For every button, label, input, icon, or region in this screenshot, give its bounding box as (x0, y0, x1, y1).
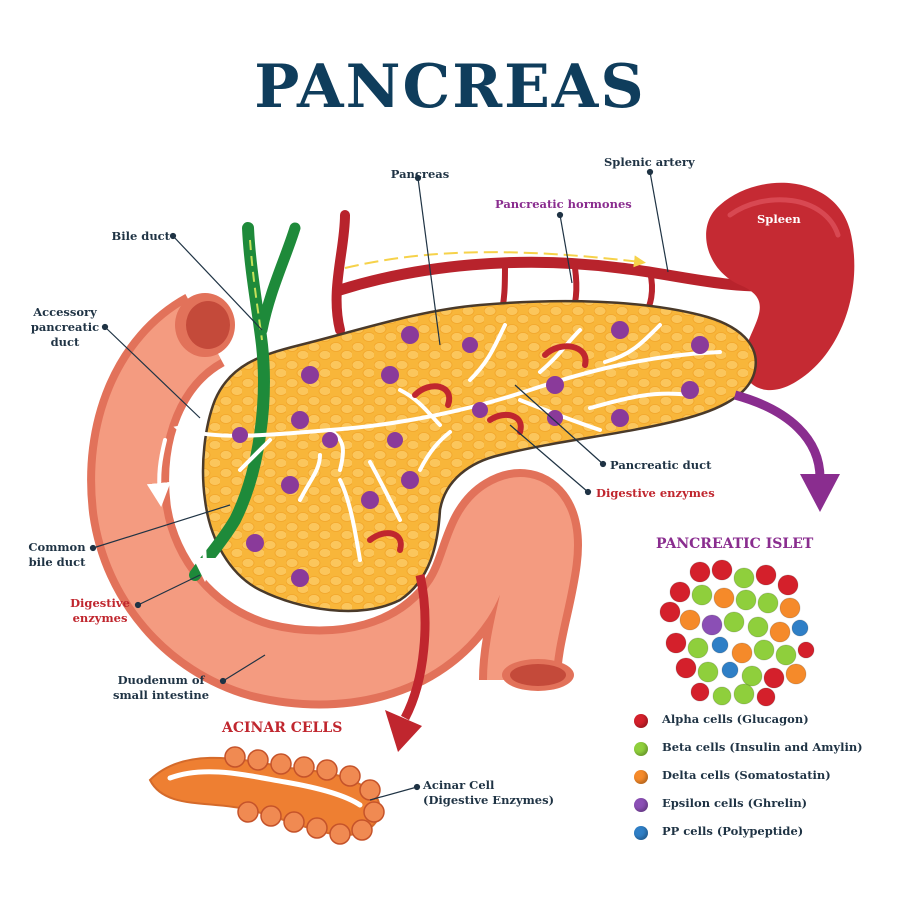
beta-cell-icon (634, 742, 648, 756)
pancreatic-duct (146, 323, 722, 582)
epsilon-cell-icon (634, 798, 648, 812)
legend-label: Beta cells (Insulin and Amylin) (662, 740, 863, 754)
page-title: PANCREAS (254, 52, 646, 122)
leader-lines (89, 168, 669, 801)
label-pancreas: Pancreas (390, 167, 450, 181)
label-digestive-enzymes-left: Digestive enzymes (70, 596, 130, 625)
label-pancreatic-duct: Pancreatic duct (610, 458, 712, 472)
label-pancreatic-hormones: Pancreatic hormones (495, 197, 632, 211)
label-digestive-enzymes-right: Digestive enzymes (596, 486, 715, 500)
legend-label: Alpha cells (Glucagon) (662, 712, 809, 726)
digestive-enzyme-acini (367, 343, 589, 553)
pancreatic-islet-cluster (659, 559, 815, 707)
pp-cell-icon (634, 826, 648, 840)
delta-cell-icon (634, 770, 648, 784)
label-common-bile-duct: Common bile duct (28, 540, 86, 569)
label-accessory-pancreatic-duct: Accessory pancreatic duct (30, 305, 100, 349)
label-spleen: Spleen (757, 212, 801, 226)
legend-label: Epsilon cells (Ghrelin) (662, 796, 808, 810)
acinar-cells-illustration (148, 746, 385, 845)
pancreas-body (201, 299, 757, 613)
legend-label: Delta cells (Somatostatin) (662, 768, 831, 782)
arrow-to-acinar (385, 574, 430, 752)
label-acinar-cell: Acinar Cell (Digestive Enzymes) (423, 778, 555, 807)
label-splenic-artery: Splenic artery (604, 155, 695, 169)
section-title-acinar: ACINAR CELLS (222, 720, 343, 736)
label-duodenum: Duodenum of small intestine (112, 673, 210, 702)
arrow-to-islet (733, 390, 840, 512)
spleen (706, 182, 855, 391)
islet-cell-icons (232, 321, 709, 587)
legend-label: PP cells (Polypeptide) (662, 824, 804, 838)
duodenum (87, 293, 582, 709)
bile-duct (189, 222, 301, 581)
label-bile-duct: Bile duct (111, 229, 171, 243)
section-title-islet: PANCREATIC ISLET (656, 536, 814, 552)
alpha-cell-icon (634, 714, 648, 728)
